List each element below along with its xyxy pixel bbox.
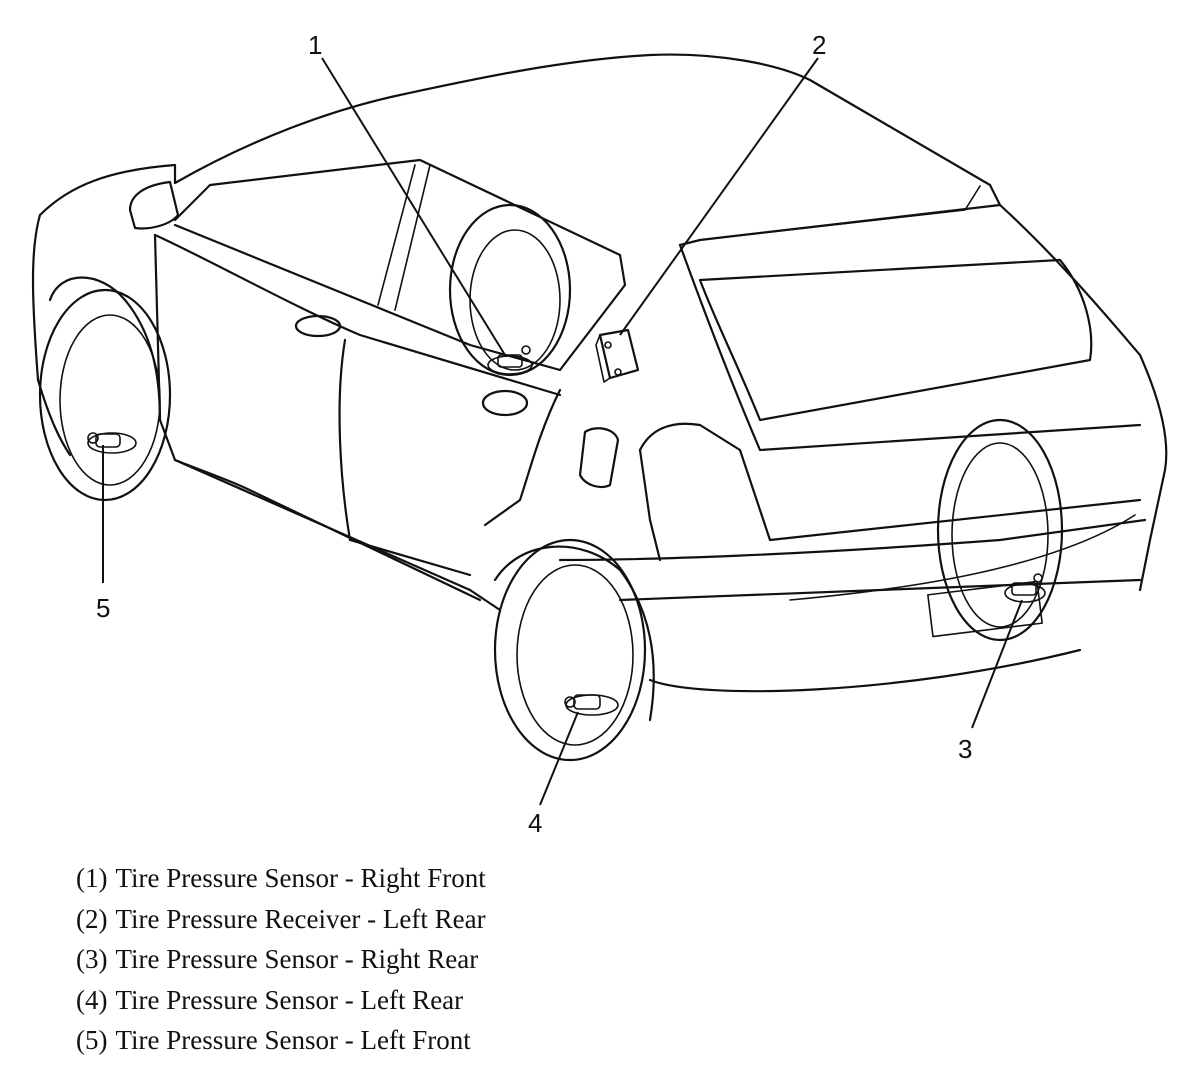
tire-pressure-sensor-left-rear (564, 694, 619, 716)
car-roof (173, 53, 1002, 247)
vehicle-line-drawing: 1 2 3 4 5 (31, 30, 1168, 838)
car-doors-windows (128, 158, 627, 577)
vehicle-diagram: 1 2 3 4 5 (31, 30, 1168, 838)
legend-text: Tire Pressure Sensor - Right Front (115, 863, 486, 893)
left-front-wheel (38, 276, 172, 502)
legend-item: (3)Tire Pressure Sensor - Right Rear (76, 939, 486, 980)
legend-index: (1) (76, 863, 108, 893)
tire-pressure-sensor-right-rear (1004, 573, 1046, 603)
component-legend: (1)Tire Pressure Sensor - Right Front (2… (76, 858, 486, 1061)
tire-pressure-sensor-left-front (87, 432, 137, 454)
legend-text: Tire Pressure Sensor - Right Rear (115, 944, 479, 974)
legend-item: (1)Tire Pressure Sensor - Right Front (76, 858, 486, 899)
leader-line-4 (539, 711, 579, 806)
legend-index: (5) (76, 1025, 108, 1055)
callout-number-2: 2 (812, 30, 826, 60)
leader-line-2 (619, 57, 819, 336)
spare-wheel-through-glass (448, 203, 572, 377)
tire-pressure-sensor-right-front (487, 345, 533, 375)
callout-number-5: 5 (96, 593, 110, 623)
left-rear-wheel (493, 538, 655, 762)
leader-line-3 (971, 599, 1023, 729)
legend-text: Tire Pressure Receiver - Left Rear (115, 903, 486, 934)
legend-text: Tire Pressure Sensor - Left Front (115, 1025, 471, 1055)
callout-number-3: 3 (958, 734, 972, 764)
legend-item: (4)Tire Pressure Sensor - Left Rear (76, 980, 486, 1021)
callout-number-1: 1 (308, 30, 322, 60)
right-rear-spare-wheel (936, 418, 1064, 642)
legend-item: (2)Tire Pressure Receiver - Left Rear (76, 899, 486, 940)
leader-line-1 (321, 57, 506, 356)
tire-pressure-receiver-left-rear (595, 328, 640, 383)
legend-item: (5)Tire Pressure Sensor - Left Front (76, 1020, 486, 1061)
legend-index: (4) (76, 984, 108, 1015)
legend-text: Tire Pressure Sensor - Left Rear (115, 984, 464, 1015)
legend-index: (3) (76, 944, 108, 974)
legend-index: (2) (76, 903, 108, 934)
callout-number-4: 4 (528, 808, 542, 838)
